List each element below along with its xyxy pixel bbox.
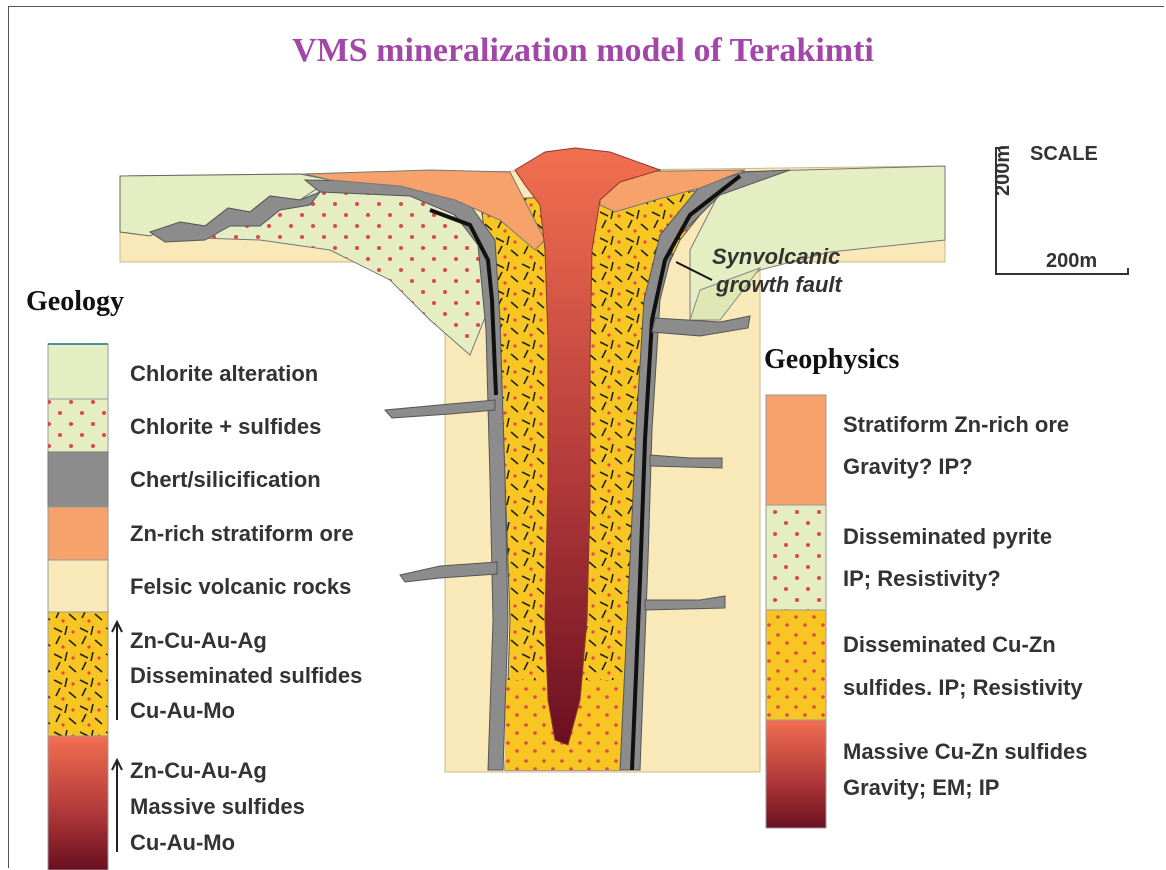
fault-label-line2: growth fault [716,272,842,298]
zn-ore-swatch [48,507,108,560]
geo-cuzn-swatch [766,610,826,720]
figure-title: VMS mineralization model of Terakimti [0,32,1166,70]
arrow-massive [112,760,122,852]
geo-zn-swatch [766,395,826,505]
geophysics-massive-line2: Gravity; EM; IP [843,775,999,801]
legend-disseminated-line1: Zn-Cu-Au-Ag [130,628,267,654]
geophysics-massive-line1: Massive Cu-Zn sulfides [843,739,1088,765]
chert-swatch [48,452,108,507]
geophysics-zn-line1: Stratiform Zn-rich ore [843,412,1069,438]
legend-chlorite-alteration: Chlorite alteration [130,361,318,387]
disseminated-swatch [48,612,108,736]
geo-pyrite-swatch [766,505,826,610]
legend-felsic: Felsic volcanic rocks [130,574,351,600]
geophysics-pyrite-line1: Disseminated pyrite [843,524,1052,550]
legend-massive-line2: Massive sulfides [130,794,305,820]
legend-zn-ore: Zn-rich stratiform ore [130,521,354,547]
geophysics-cuzn-line1: Disseminated Cu-Zn [843,632,1056,658]
chlorite-swatch [48,344,108,399]
arrow-disseminated [112,622,122,720]
geo-massive-swatch [766,720,826,828]
legend-disseminated-line2: Disseminated sulfides [130,663,362,689]
geophysics-pyrite-line2: IP; Resistivity? [843,566,1001,592]
legend-chlorite-sulfides: Chlorite + sulfides [130,414,321,440]
scale-horizontal-label: 200m [1046,250,1097,273]
geology-heading: Geology [26,286,124,318]
chlorite-sulfides-swatch [48,399,108,452]
legend-massive-line3: Cu-Au-Mo [130,830,235,856]
felsic-swatch [48,560,108,612]
legend-disseminated-line3: Cu-Au-Mo [130,698,235,724]
scale-vertical-label: 200m [992,145,1015,196]
fault-label-line1: Synvolcanic [712,244,840,270]
geophysics-heading: Geophysics [764,344,899,376]
scale-title: SCALE [1030,143,1098,166]
legend-massive-line1: Zn-Cu-Au-Ag [130,758,267,784]
geophysics-cuzn-line2: sulfides. IP; Resistivity [843,675,1083,701]
massive-swatch [48,736,108,870]
legend-chert: Chert/silicification [130,467,321,493]
geophysics-zn-line2: Gravity? IP? [843,454,973,480]
